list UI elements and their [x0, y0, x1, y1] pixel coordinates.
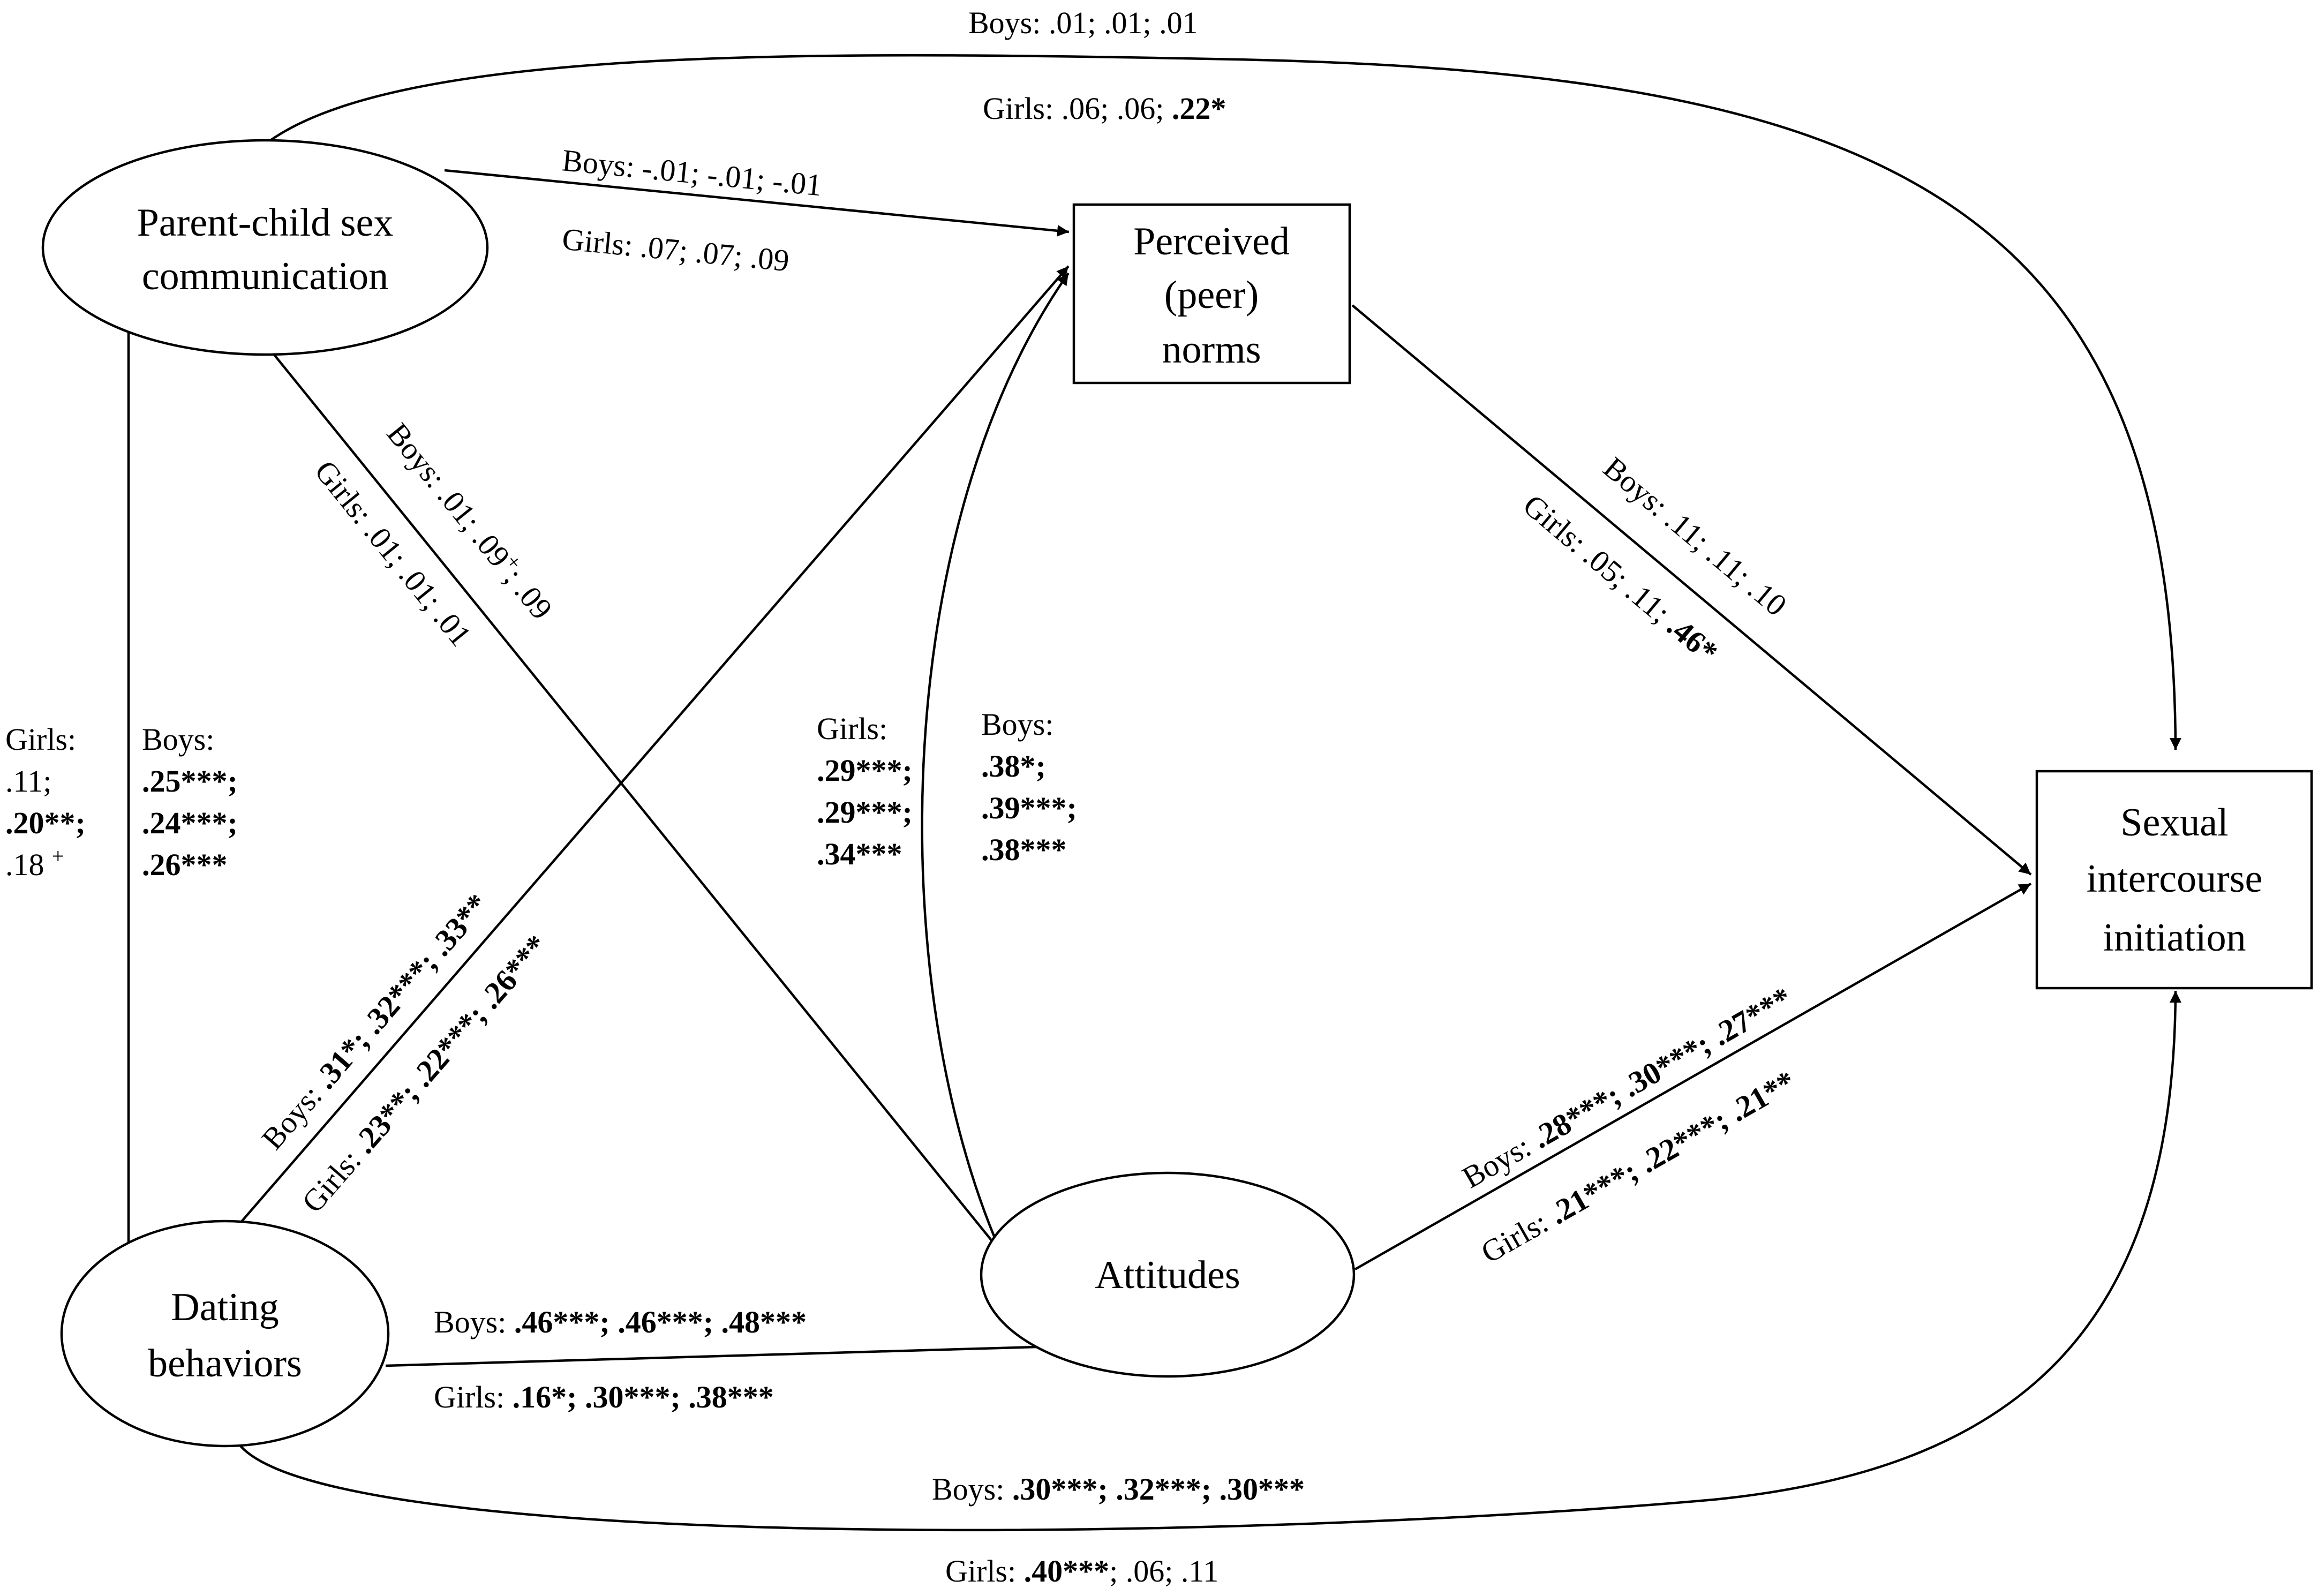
label-covariance-boys-run: .39***;	[981, 791, 1077, 825]
label-covariance-girls-run: .29***;	[817, 795, 913, 830]
label-covariance-girls-run: .29***;	[817, 753, 913, 788]
path-parent-to-sexual	[269, 54, 2181, 750]
label-dating-parent-boys-run: Boys:	[142, 722, 214, 757]
label-dating-attitudes-boys-run: .46***; .46***; .48***	[514, 1305, 807, 1339]
label-dating-sexual-girls: Girls: .40***; .06; .11	[945, 1554, 1218, 1589]
node-attitudes: Attitudes	[980, 1171, 1356, 1378]
label-dating-attitudes-girls-run: .16*; .30***; .38***	[513, 1380, 774, 1414]
label-covariance-boys-run: Boys:	[981, 707, 1053, 742]
label-attitudes-sexual-girls-run: Girls:	[1475, 1201, 1561, 1270]
edges	[123, 54, 2181, 1532]
label-covariance-boys-run: .38***	[981, 832, 1067, 867]
label-parent-sexual-boys: Boys: .01; .01; .01	[968, 5, 1198, 40]
label-covariance-boys: Boys: .38*; .39***; .38***	[981, 707, 1077, 867]
label-parent-norms-girls-run: Girls: .07; .07; .09	[561, 221, 791, 278]
path-parent-to-norms	[444, 169, 1070, 237]
path-attitudes-to-sexual	[1354, 883, 2032, 1270]
label-covariance-girls-line: .29***;	[817, 795, 913, 830]
label-covariance-girls-run: Girls:	[817, 711, 887, 746]
label-dating-parent-girls-run: .20**;	[5, 805, 86, 840]
label-dating-attitudes-girls: Girls: .16*; .30***; .38***	[434, 1380, 774, 1414]
label-dating-attitudes-girls-run: Girls:	[434, 1380, 513, 1414]
label-dating-sexual-boys-run: Boys:	[932, 1472, 1012, 1507]
label-dating-sexual-girls-run: .40***	[1024, 1554, 1110, 1589]
label-dating-parent-girls-run: +	[52, 844, 64, 868]
path-dating-to-norms	[229, 265, 1070, 1236]
path-norms-to-sexual	[1351, 304, 2032, 876]
node-sexual-line-3: initiation	[2103, 916, 2246, 960]
label-parent-sexual-boys-run: Boys: .01; .01; .01	[968, 5, 1198, 40]
node-attitudes-label: Attitudes	[1095, 1253, 1240, 1297]
label-dating-attitudes-boys-run: Boys:	[434, 1305, 514, 1339]
label-parent-sexual-girls: Girls: .06; .06; .22*	[983, 91, 1226, 126]
label-attitudes-sexual-boys-run: .28***; .30***; .27***	[1526, 980, 1797, 1155]
label-parent-sexual-girls-run: .22*	[1172, 91, 1226, 126]
label-dating-parent-boys-line: .24***;	[142, 805, 238, 840]
label-dating-parent-boys-run: .26***	[142, 847, 228, 882]
node-sexual-line-2: intercourse	[2087, 857, 2263, 901]
label-dating-sexual-girls-run: ; .06; .11	[1109, 1554, 1218, 1589]
path-parent-to-attitudes	[272, 352, 1016, 1270]
label-covariance-boys-run: .38*;	[981, 749, 1046, 784]
label-dating-parent-boys-line: .26***	[142, 847, 228, 882]
node-parent-communication: Parent-child sex communication	[41, 139, 489, 356]
path-dating-to-sexual	[237, 990, 2181, 1532]
node-parent-line-2: communication	[142, 254, 388, 298]
node-norms-line-1: Perceived	[1133, 220, 1290, 264]
label-dating-sexual-boys-run: .30***; .32***; .30***	[1012, 1472, 1305, 1507]
label-dating-parent-boys-run: .25***;	[142, 764, 238, 799]
label-dating-attitudes-boys: Boys: .46***; .46***; .48***	[434, 1305, 807, 1339]
label-parent-sexual-girls-run: Girls: .06; .06;	[983, 91, 1172, 126]
label-dating-parent-boys-run: .24***;	[142, 805, 238, 840]
label-dating-parent-girls-line: Girls:	[5, 722, 76, 757]
label-covariance-girls-line: Girls:	[817, 711, 887, 746]
path-norms-attitudes-covariance	[921, 272, 1070, 1279]
node-sexual-initiation: Sexual intercourse initiation	[2035, 770, 2313, 990]
node-norms-line-3: norms	[1162, 328, 1261, 372]
label-dating-parent-girls: Girls: .11; .20**; .18 +	[5, 722, 86, 882]
node-sexual-line-1: Sexual	[2120, 801, 2228, 845]
label-covariance-boys-line: .38*;	[981, 749, 1046, 784]
label-attitudes-sexual-boys-run: Boys:	[1456, 1125, 1543, 1195]
label-covariance-boys-line: .39***;	[981, 791, 1077, 825]
label-dating-parent-girls-run: .18	[5, 847, 52, 882]
label-dating-parent-girls-line: .11;	[5, 764, 51, 799]
label-covariance-boys-line: Boys:	[981, 707, 1053, 742]
node-dating-line-2: behaviors	[148, 1342, 302, 1386]
label-dating-parent-girls-run: .11;	[5, 764, 51, 799]
label-dating-parent-boys-line: Boys:	[142, 722, 214, 757]
node-dating-line-1: Dating	[171, 1285, 279, 1329]
label-covariance-girls-line: .29***;	[817, 753, 913, 788]
label-covariance-girls-line: .34***	[817, 837, 902, 871]
label-covariance-boys-line: .38***	[981, 832, 1067, 867]
node-perceived-norms: Perceived (peer) norms	[1072, 203, 1351, 385]
label-dating-sexual-boys: Boys: .30***; .32***; .30***	[932, 1472, 1305, 1507]
label-dating-parent-girls-line: .18 +	[5, 844, 64, 883]
label-dating-sexual-girls-run: Girls:	[945, 1554, 1024, 1589]
label-dating-parent-girls-run: Girls:	[5, 722, 76, 757]
node-parent-line-1: Parent-child sex	[137, 201, 394, 245]
label-dating-parent-boys: Boys: .25***; .24***; .26***	[142, 722, 238, 882]
label-dating-norms-boys-run: .31*; .32***; .33**	[307, 887, 495, 1095]
label-parent-norms-girls: Girls: .07; .07; .09	[561, 221, 791, 278]
node-norms-line-2: (peer)	[1164, 273, 1259, 317]
node-dating-behaviors: Dating behaviors	[60, 1219, 390, 1448]
path-dating-to-attitudes	[385, 1340, 1074, 1367]
label-covariance-girls: Girls: .29***; .29***; .34***	[817, 711, 913, 871]
label-dating-parent-girls-line: .20**;	[5, 805, 86, 840]
label-dating-parent-boys-line: .25***;	[142, 764, 238, 799]
label-covariance-girls-run: .34***	[817, 837, 902, 871]
